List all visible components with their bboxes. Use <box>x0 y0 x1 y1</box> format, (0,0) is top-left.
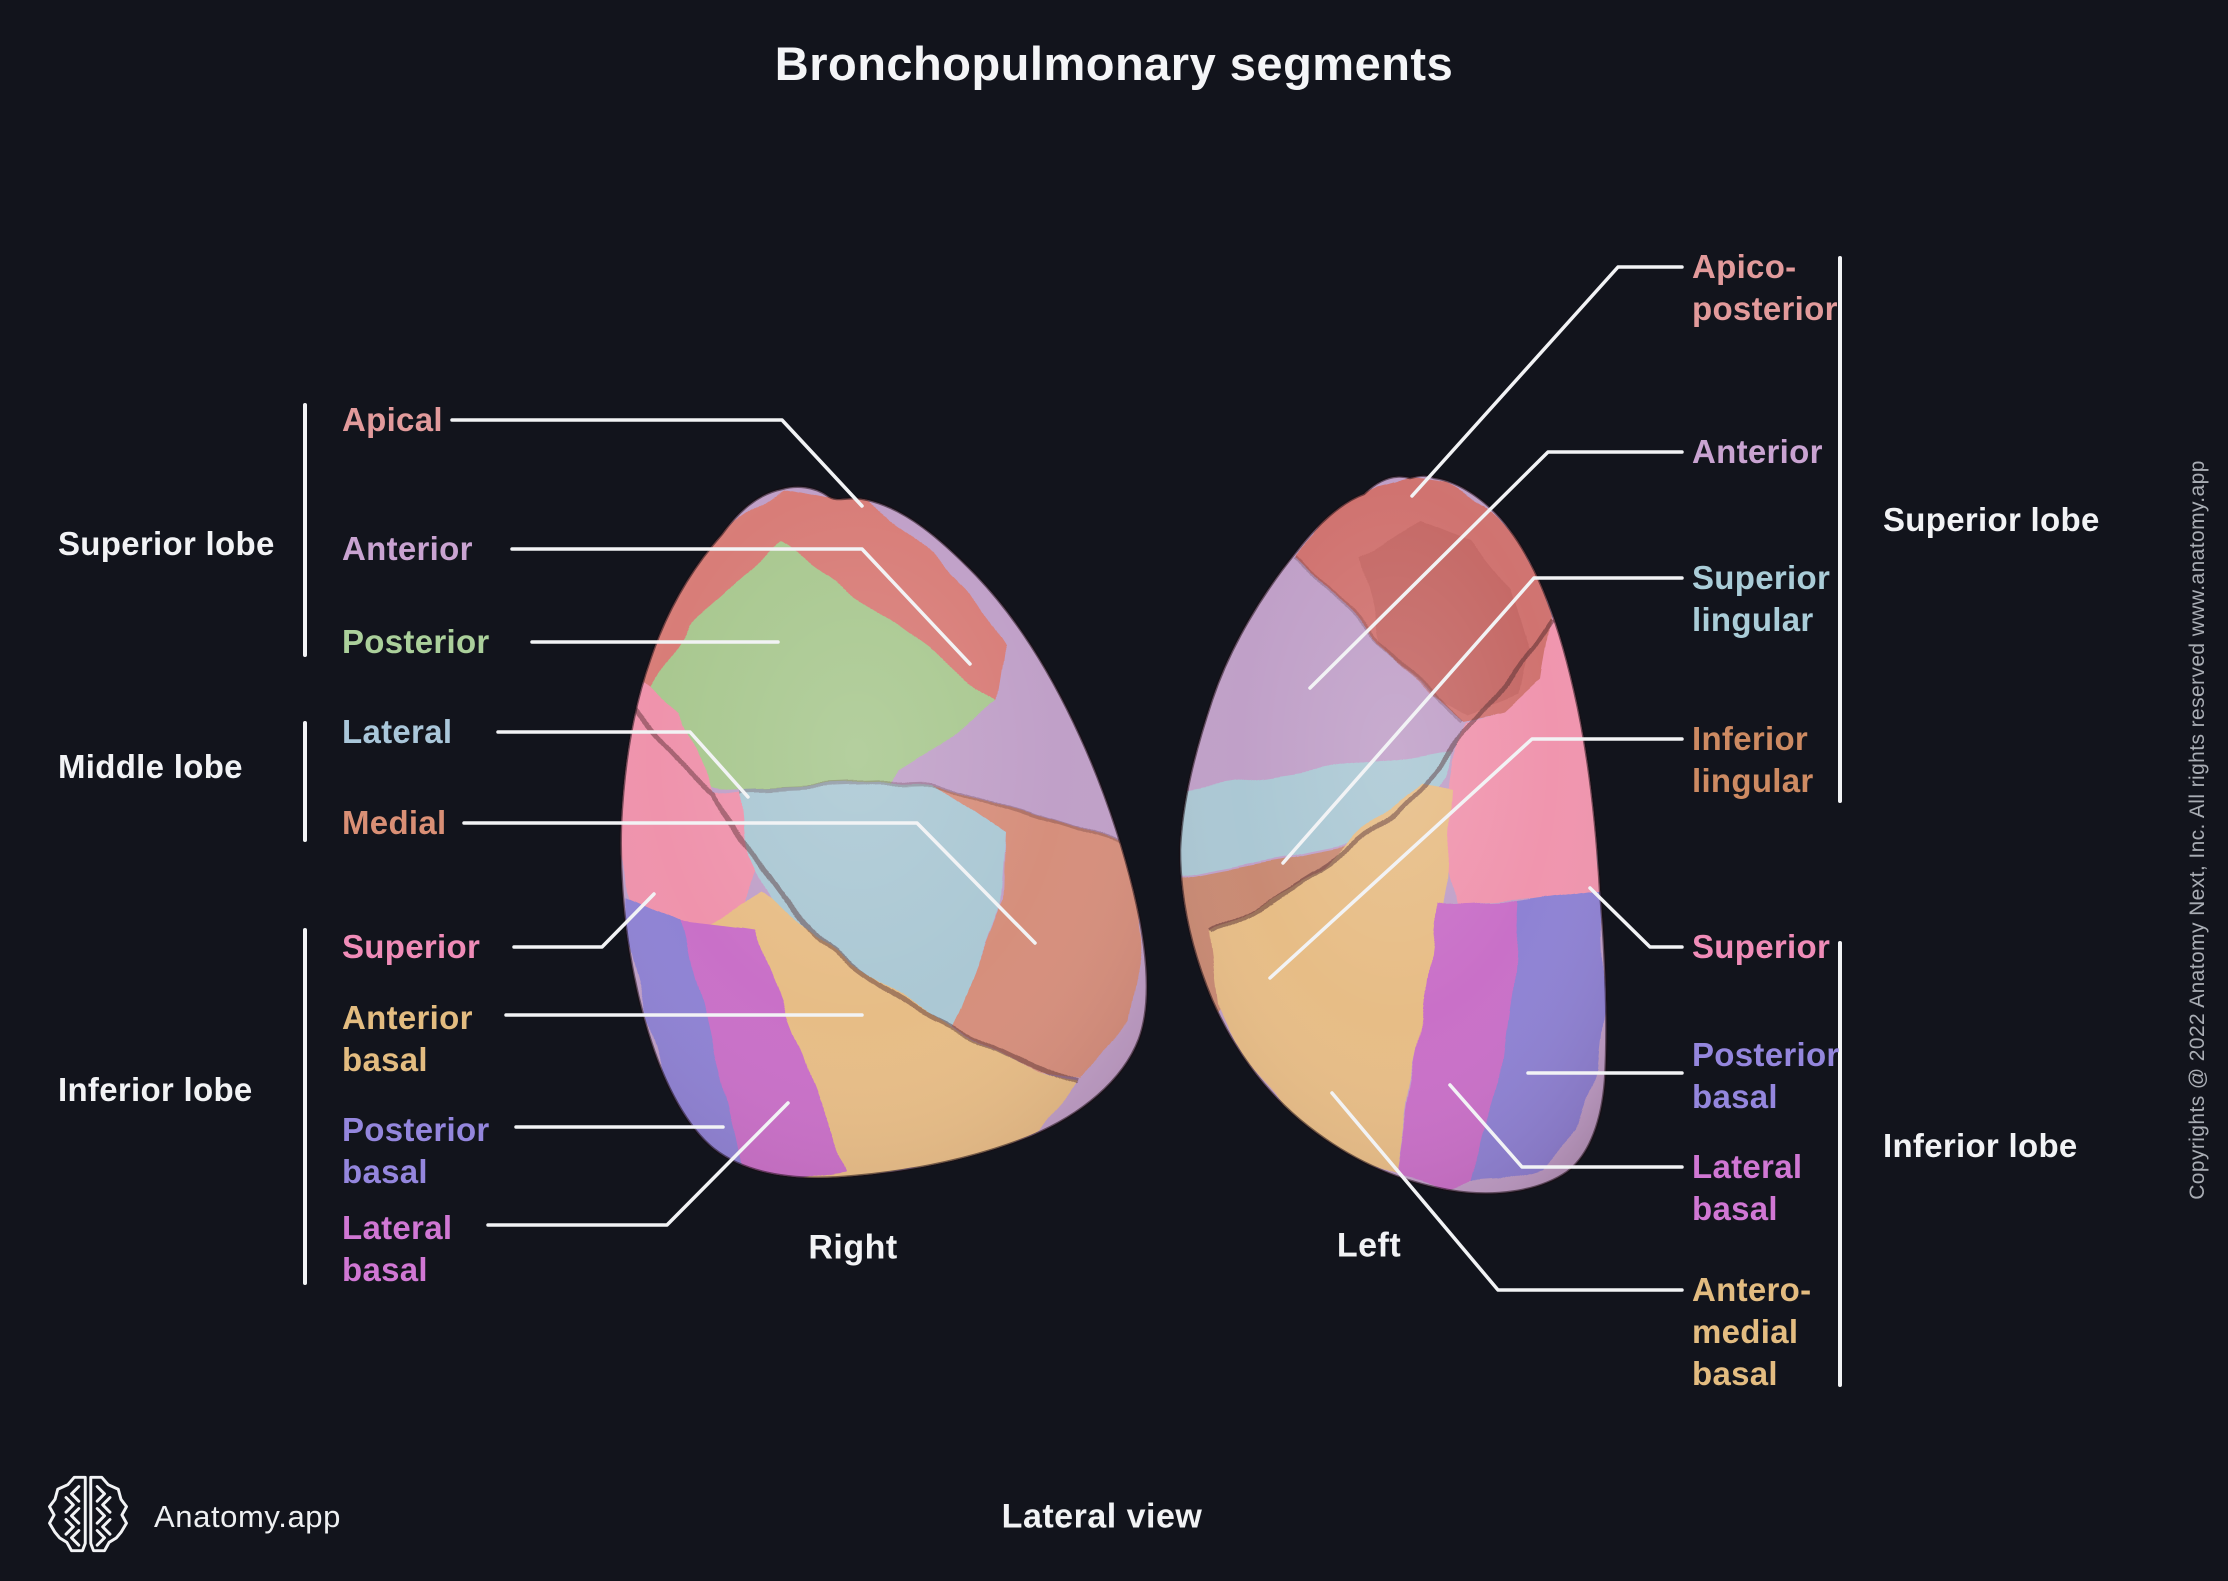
leader-apical <box>450 418 864 508</box>
left-lung-shading <box>1180 475 1607 1194</box>
lobe-label-superior-left: Superior lobe <box>1883 501 2100 538</box>
leader-apico-posterior <box>1410 265 1684 498</box>
right-lung-shading <box>620 486 1148 1178</box>
left-lung-caption: Left <box>1336 1226 1402 1265</box>
leader-lateral-basal-left-lung <box>1448 1083 1684 1169</box>
segment-label-medial: Medial <box>342 804 447 841</box>
segment-label-posterior-basal: Posterior basal <box>342 1111 490 1190</box>
leader-lateral-basal-right-lung <box>486 1101 790 1227</box>
segment-label-lateral-basal-l: Lateral basal <box>1692 1148 1803 1227</box>
segment-label-apical: Apical <box>342 401 443 438</box>
brand-name: Anatomy.app <box>154 1498 341 1534</box>
page-title: Bronchopulmonary segments <box>774 37 1454 90</box>
leader-antero-medial-basal <box>1330 1091 1684 1292</box>
brain-circuit-icon <box>44 1470 132 1563</box>
brand-lockup: Anatomy.app <box>44 1470 341 1563</box>
leader-medial <box>462 821 1037 945</box>
segment-label-anterior-l: Anterior <box>1692 433 1823 470</box>
left-lung <box>1180 475 1607 1194</box>
leader-superior-right-lung <box>512 892 656 949</box>
right-lung <box>620 486 1148 1178</box>
leader-superior-left-lung <box>1588 886 1684 949</box>
annotation-lines <box>303 256 1842 1387</box>
lobe-label-middle-right: Middle lobe <box>58 748 243 785</box>
leader-lateral <box>496 730 750 799</box>
segment-label-superior-lingular: Superior lingular <box>1692 559 1831 638</box>
right-lung-caption: Right <box>808 1228 898 1267</box>
segment-label-superior-r: Superior <box>342 928 481 965</box>
lobe-label-superior-right: Superior lobe <box>58 525 275 562</box>
lobe-label-inferior-left: Inferior lobe <box>1883 1127 2078 1164</box>
leader-anterior <box>510 547 972 666</box>
leader-superior-lingular <box>1281 576 1684 865</box>
segment-label-posterior-basal-l: Posterior basal <box>1692 1036 1840 1115</box>
leader-anterior-left-lung <box>1308 450 1684 690</box>
segment-label-inferior-lingular: Inferior lingular <box>1692 720 1814 799</box>
segment-label-lateral-basal: Lateral basal <box>342 1209 453 1288</box>
segment-label-lateral: Lateral <box>342 713 453 750</box>
lobe-label-inferior-right: Inferior lobe <box>58 1071 253 1108</box>
segment-label-anterior-basal: Anterior basal <box>342 999 473 1078</box>
segment-label-anterior: Anterior <box>342 530 473 567</box>
copyright-text: Copyrights @ 2022 Anatomy Next, Inc. All… <box>2186 460 2209 1200</box>
view-caption: Lateral view <box>1001 1497 1203 1536</box>
leader-inferior-lingular <box>1268 737 1684 980</box>
segment-label-posterior: Posterior <box>342 623 490 660</box>
left-lung-outline <box>1178 474 1608 1195</box>
segment-label-apico-posterior: Apico-posterior <box>1692 248 1838 327</box>
segment-label-superior-l: Superior <box>1692 928 1831 965</box>
segment-label-antero-medial-basal: Antero-medial basal <box>1692 1271 1812 1392</box>
